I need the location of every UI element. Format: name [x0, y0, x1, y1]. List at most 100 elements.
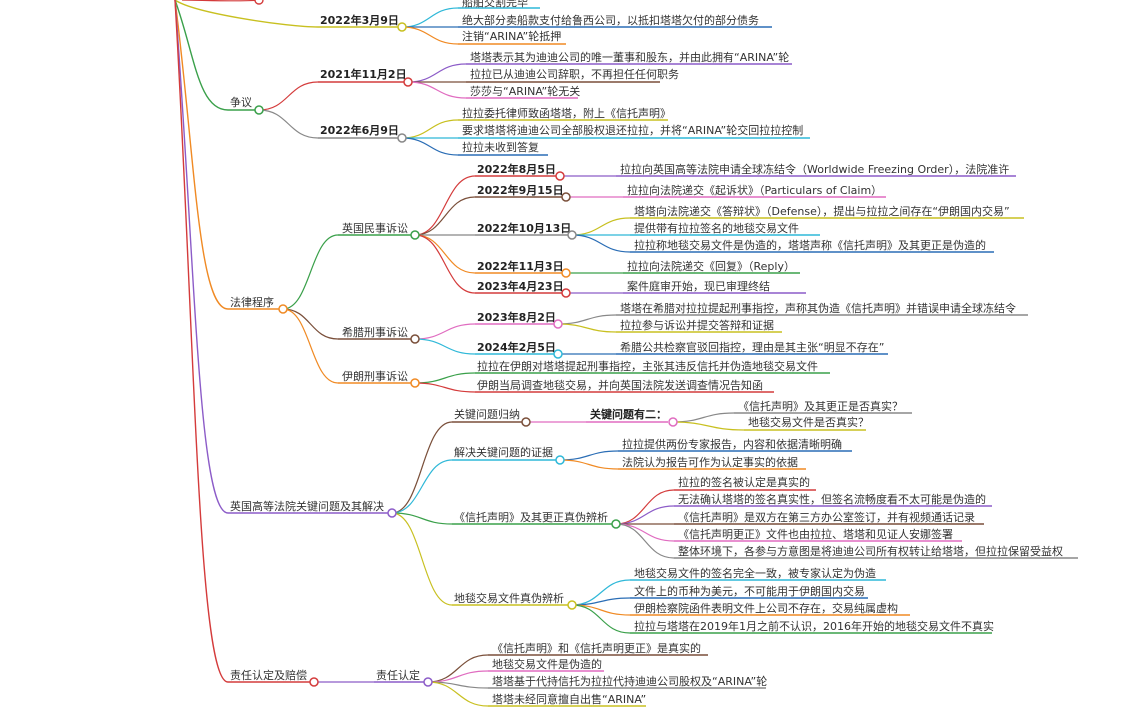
node-label[interactable]: 2022年11月3日 [477, 259, 564, 273]
node-label[interactable]: 英国民事诉讼 [342, 221, 408, 235]
branch-connector [672, 421, 745, 431]
node-circles [254, 0, 678, 687]
node-circle[interactable] [553, 319, 563, 329]
node-label[interactable]: 塔塔基于代持信托为拉拉代持迪迪公司股权及“ARINA”轮 [492, 674, 767, 688]
node-label[interactable]: 解决关键问题的证据 [454, 445, 553, 459]
node-label[interactable]: 拉拉在伊朗对塔塔提起刑事指控，主张其违反信托并伪造地毯交易文件 [477, 359, 818, 373]
node-label[interactable]: 地毯交易文件是伪造的 [492, 657, 602, 671]
branch-connector [414, 234, 476, 274]
node-circle[interactable] [561, 288, 571, 298]
node-label[interactable]: 提供带有拉拉签名的地毯交易文件 [634, 221, 799, 235]
node-label[interactable]: 争议 [230, 95, 252, 109]
branch-connector [391, 512, 453, 606]
node-circle[interactable] [555, 171, 565, 181]
node-label[interactable]: 拉拉的签名被认定是真实的 [678, 475, 810, 489]
node-circle[interactable] [387, 508, 397, 518]
node-circle[interactable] [567, 230, 577, 240]
node-label[interactable]: 2024年2月5日 [477, 340, 556, 354]
node-circle[interactable] [410, 378, 420, 388]
node-label[interactable]: 注销“ARINA”轮抵押 [462, 29, 561, 43]
node-label[interactable]: 《信托声明》和《信托声明更正》是真实的 [492, 641, 701, 655]
node-labels: 船舶交割完毕 2022年3月9日 绝大部分卖船款支付给鲁西公司，以抵扣塔塔欠付的部分… [230, 0, 1063, 706]
node-circle[interactable] [521, 417, 531, 427]
node-circle[interactable] [254, 105, 264, 115]
branch-connector [258, 81, 319, 111]
node-label[interactable]: 责任认定及赔偿 [230, 668, 307, 682]
branch-connector [391, 512, 453, 525]
node-label[interactable]: 2021年11月2日 [320, 67, 407, 81]
node-label[interactable]: 2023年8月2日 [477, 310, 556, 324]
node-label[interactable]: 伊朗当局调查地毯交易，并向英国法院发送调查情况告知函 [477, 378, 763, 392]
node-label[interactable]: 莎莎与“ARINA”轮无关 [470, 84, 580, 98]
node-label[interactable]: 文件上的币种为美元，不可能用于伊朗国内交易 [634, 584, 865, 598]
node-label[interactable]: 关键问题有二： [590, 407, 667, 421]
node-label[interactable]: 伊朗检察院函件表明文件上公司不存在，交易纯属虚构 [634, 601, 898, 615]
node-circle[interactable] [397, 133, 407, 143]
node-label[interactable]: 拉拉参与诉讼并提交答辩和证据 [620, 318, 774, 332]
node-label[interactable]: 拉拉提供两份专家报告，内容和依据清晰明确 [622, 437, 842, 451]
node-label[interactable]: 塔塔向法院递交《答辩状》（Defense），提出与拉拉之间存在“伊朗国内交易” [634, 204, 1010, 218]
node-label[interactable]: 拉拉已从迪迪公司辞职，不再担任任何职务 [470, 67, 679, 81]
node-label[interactable]: 塔塔未经同意擅自出售“ARINA” [492, 692, 646, 706]
node-label[interactable]: 地毯交易文件的签名完全一致，被专家认定为伪造 [634, 566, 876, 580]
node-circle[interactable] [567, 600, 577, 610]
node-label[interactable]: 《信托声明》是双方在第三方办公室签订，并有视频通话记录 [678, 510, 975, 524]
node-label[interactable]: 2022年3月9日 [320, 13, 399, 27]
node-label[interactable]: 《信托声明更正》文件也由拉拉、塔塔和见证人安娜签署 [678, 527, 953, 541]
node-label[interactable]: 2022年6月9日 [320, 123, 399, 137]
node-label[interactable]: 法院认为报告可作为认定事实的依据 [622, 455, 798, 469]
branch-connector [414, 175, 476, 236]
node-label[interactable]: 2022年10月13日 [477, 221, 571, 235]
node-label[interactable]: 希腊刑事诉讼 [342, 325, 408, 339]
node-label[interactable]: 英国高等法院关键问题及其解决 [230, 499, 384, 513]
node-circle[interactable] [410, 334, 420, 344]
node-label[interactable]: 法律程序 [230, 295, 274, 309]
node-label[interactable]: 2022年8月5日 [477, 162, 556, 176]
branch-connector [258, 109, 319, 139]
node-circle[interactable] [397, 22, 407, 32]
node-label[interactable]: 希腊公共检察官驳回指控，理由是其主张“明显不存在” [620, 340, 884, 354]
node-label[interactable]: 拉拉向英国高等法院申请全球冻结令（Worldwide Freezing Orde… [620, 162, 1009, 176]
node-label[interactable]: 塔塔表示其为迪迪公司的唯一董事和股东，并由此拥有“ARINA”轮 [470, 50, 789, 64]
branch-connector [615, 523, 675, 542]
node-label[interactable]: 2022年9月15日 [477, 183, 564, 197]
node-circle[interactable] [668, 417, 678, 427]
node-label[interactable]: 要求塔塔将迪迪公司全部股权退还拉拉，并将“ARINA”轮交回拉拉控制 [462, 123, 803, 137]
node-circle[interactable] [611, 519, 621, 529]
node-circle[interactable] [403, 77, 413, 87]
node-label[interactable]: 《信托声明》及其更正真伪辨析 [454, 510, 608, 524]
branch-connector [414, 196, 476, 236]
node-label[interactable]: 拉拉向法院递交《回复》（Reply） [627, 259, 795, 273]
node-label[interactable]: 案件庭审开始，现已审理终结 [627, 279, 770, 293]
branch-connector [414, 234, 476, 294]
node-circle[interactable] [278, 304, 288, 314]
branch-connector [672, 412, 735, 423]
node-label[interactable]: 拉拉称地毯交易文件是伪造的，塔塔声称《信托声明》及其更正是伪造的 [634, 238, 986, 252]
node-circle[interactable] [561, 192, 571, 202]
node-label[interactable]: 拉拉向法院递交《起诉状》（Particulars of Claim） [627, 183, 882, 197]
node-label[interactable]: 责任认定 [376, 668, 420, 682]
node-label[interactable]: 地毯交易文件是否真实？ [748, 415, 869, 429]
node-label[interactable]: 整体环境下，各参与方意图是将迪迪公司所有权转让给塔塔，但拉拉保留受益权 [678, 544, 1063, 558]
node-label[interactable]: 拉拉与塔塔在2019年1月之前不认识，2016年开始的地毯交易文件不真实 [634, 619, 994, 633]
branch-connector [615, 523, 675, 559]
node-label[interactable]: 关键问题归纳 [454, 407, 520, 421]
node-label[interactable]: 2023年4月23日 [477, 279, 564, 293]
branch-connector [559, 459, 619, 470]
node-label[interactable]: 地毯交易文件真伪辨析 [454, 591, 564, 605]
node-circle[interactable] [410, 230, 420, 240]
node-label[interactable]: 船舶交割完毕 [462, 0, 528, 9]
node-label[interactable]: 伊朗刑事诉讼 [342, 370, 408, 383]
node-label[interactable]: 塔塔在希腊对拉拉提起刑事指控，声称其伪造《信托声明》并错误申请全球冻结令 [620, 301, 1016, 315]
node-circle[interactable] [561, 268, 571, 278]
node-label[interactable]: 拉拉未收到答复 [462, 140, 539, 154]
node-label[interactable]: 无法确认塔塔的签名真实性，但签名流畅度看不太可能是伪造的 [678, 492, 986, 506]
node-circle[interactable] [555, 455, 565, 465]
branch-connector [282, 308, 339, 384]
node-label[interactable]: 《信托声明》及其更正是否真实？ [738, 399, 903, 413]
node-label[interactable]: 绝大部分卖船款支付给鲁西公司，以抵扣塔塔欠付的部分债务 [462, 13, 759, 27]
node-circle[interactable] [309, 677, 319, 687]
node-circle[interactable] [553, 349, 563, 359]
node-circle[interactable] [423, 677, 433, 687]
node-label[interactable]: 拉拉委托律师致函塔塔，附上《信托声明》 [462, 106, 671, 120]
